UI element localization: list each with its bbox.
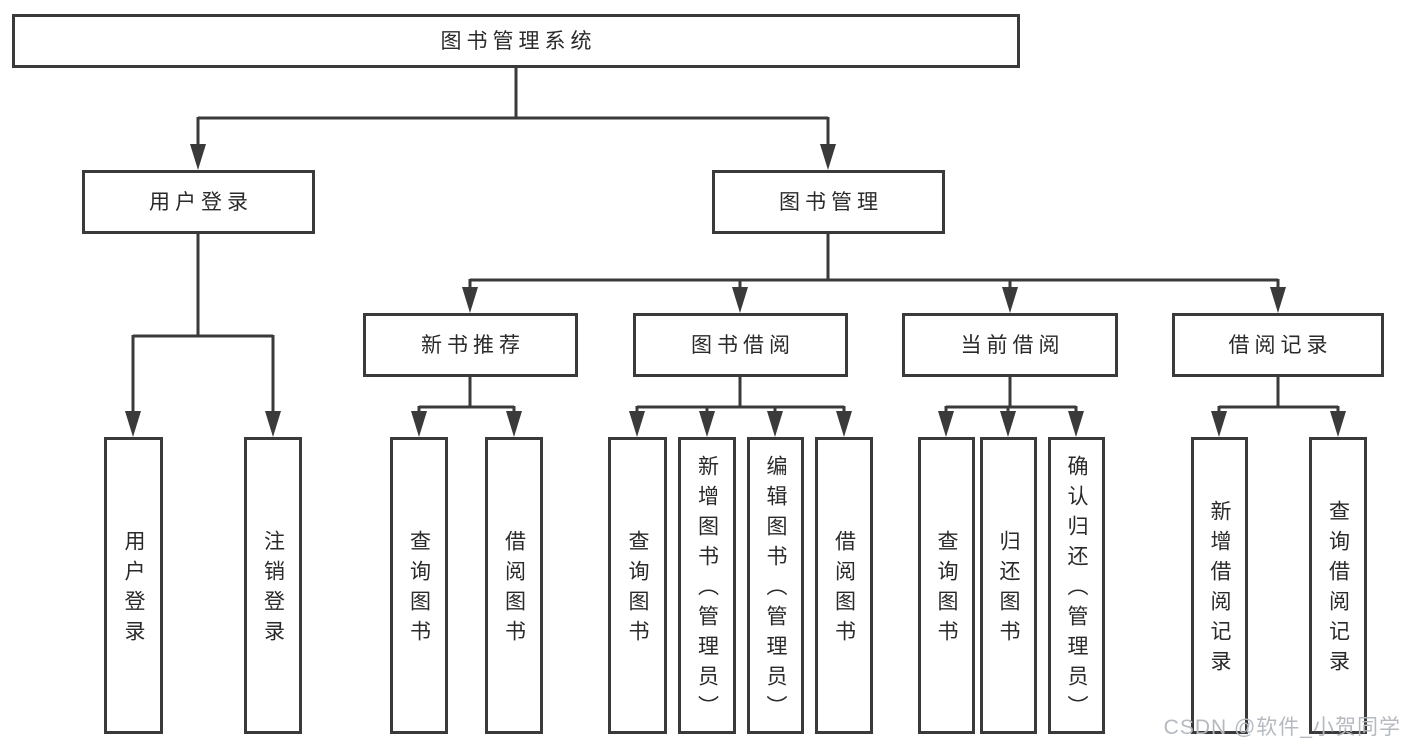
arrowhead-icon bbox=[1330, 411, 1346, 437]
leaf-add-borrow-record: 新增借阅记录 bbox=[1191, 437, 1248, 734]
arrowhead-icon bbox=[1211, 411, 1227, 437]
arrowhead-icon bbox=[767, 411, 783, 437]
arrowhead-icon bbox=[190, 144, 206, 170]
arrowhead-icon bbox=[265, 411, 281, 437]
leaf-edit-book-admin: 编辑图书（管理员） bbox=[747, 437, 804, 734]
node-book-management: 图书管理 bbox=[712, 170, 945, 234]
arrowhead-icon bbox=[1000, 411, 1016, 437]
leaf-query-books-borrow: 查询图书 bbox=[608, 437, 667, 734]
leaf-query-borrow-record: 查询借阅记录 bbox=[1309, 437, 1367, 734]
leaf-return-book: 归还图书 bbox=[980, 437, 1037, 734]
arrowhead-icon bbox=[732, 287, 748, 313]
watermark: CSDN @软件_小贺同学 bbox=[1163, 716, 1401, 739]
arrowhead-icon bbox=[1270, 287, 1286, 313]
node-current-borrow: 当前借阅 bbox=[902, 313, 1118, 377]
leaf-query-books-recommend: 查询图书 bbox=[390, 437, 448, 734]
node-root: 图书管理系统 bbox=[12, 14, 1020, 68]
leaf-logout: 注销登录 bbox=[244, 437, 302, 734]
arrowhead-icon bbox=[629, 411, 645, 437]
arrowhead-icon bbox=[462, 287, 478, 313]
leaf-confirm-return-admin: 确认归还（管理员） bbox=[1048, 437, 1105, 734]
arrowhead-icon bbox=[820, 144, 836, 170]
arrowhead-icon bbox=[699, 411, 715, 437]
arrowhead-icon bbox=[938, 411, 954, 437]
leaf-borrow-books-recommend: 借阅图书 bbox=[485, 437, 543, 734]
node-new-book-recommend: 新书推荐 bbox=[363, 313, 578, 377]
arrowhead-icon bbox=[506, 411, 522, 437]
arrowhead-icon bbox=[1068, 411, 1084, 437]
arrowhead-icon bbox=[411, 411, 427, 437]
node-user-login: 用户登录 bbox=[82, 170, 315, 234]
node-borrow-records: 借阅记录 bbox=[1172, 313, 1384, 377]
arrowhead-icon bbox=[1002, 287, 1018, 313]
leaf-user-login: 用户登录 bbox=[104, 437, 163, 734]
arrowheads bbox=[125, 144, 1346, 437]
arrowhead-icon bbox=[125, 411, 141, 437]
leaf-borrow-books: 借阅图书 bbox=[815, 437, 873, 734]
leaf-query-books-current: 查询图书 bbox=[918, 437, 975, 734]
leaf-add-book-admin: 新增图书（管理员） bbox=[678, 437, 736, 734]
node-book-borrow: 图书借阅 bbox=[633, 313, 848, 377]
arrowhead-icon bbox=[836, 411, 852, 437]
